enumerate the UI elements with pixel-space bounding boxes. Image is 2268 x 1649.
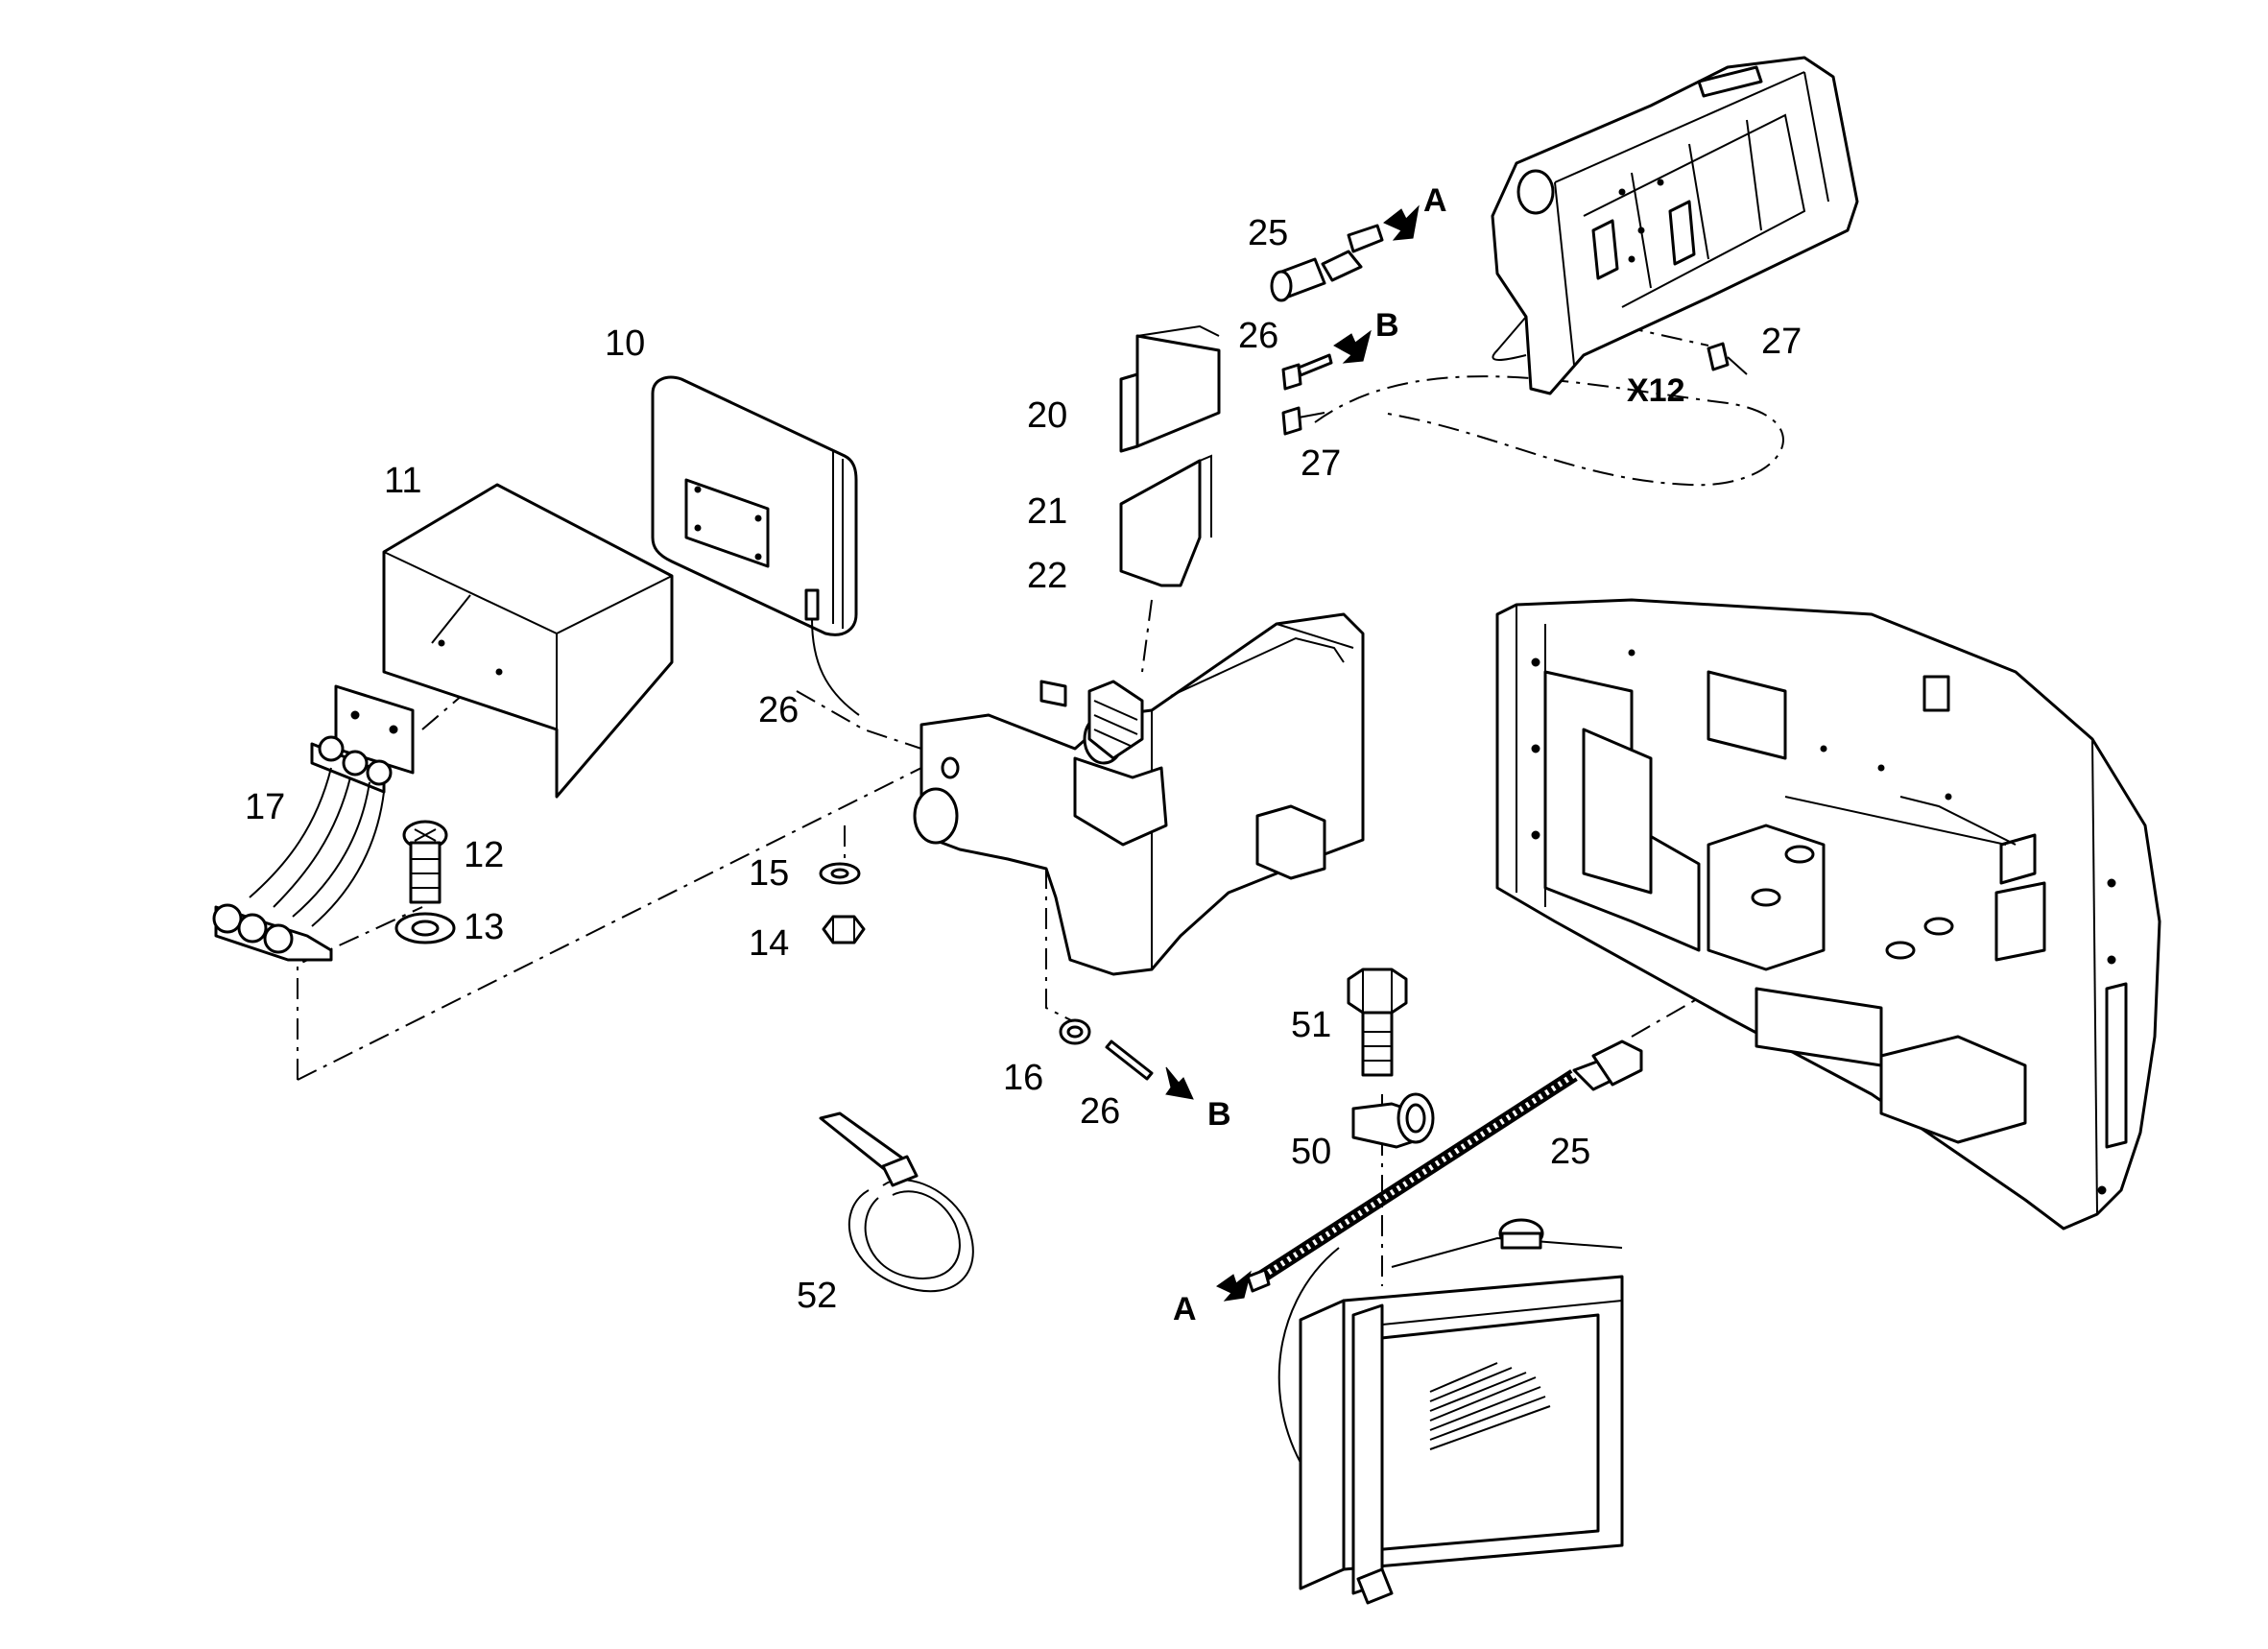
washer-part-15 <box>819 862 861 885</box>
callout-25-lower: 25 <box>1550 1132 1590 1172</box>
bolt-part-51 <box>1347 968 1408 1077</box>
plug-part-27-upper <box>1281 342 1748 436</box>
callout-25-upper: 25 <box>1248 213 1288 253</box>
cable-tie-part-52 <box>819 1111 974 1293</box>
plug-assembly-part-17 <box>212 684 415 962</box>
spring-cable-part-25 <box>1246 1040 1643 1293</box>
main-housing <box>913 612 1365 976</box>
callout-20: 20 <box>1027 395 1067 436</box>
connector-labels: X12 <box>1627 372 1685 409</box>
arrow-a-upper-label: A <box>1423 182 1447 219</box>
washer-part-13 <box>394 912 456 944</box>
arrow-a-lower-label: A <box>1173 1291 1197 1327</box>
callout-11: 11 <box>384 461 421 501</box>
arrow-b-lower-label: B <box>1207 1096 1231 1133</box>
callout-26-lower: 26 <box>1080 1091 1120 1132</box>
bracket-part-20 <box>1119 324 1221 453</box>
callout-labels: 10 11 12 13 14 15 16 17 20 21 22 25 25 2… <box>245 213 1802 1316</box>
grommet-part-16 <box>1059 1018 1091 1045</box>
callout-27-left: 27 <box>1301 443 1341 484</box>
arrow-b-upper <box>1333 329 1372 364</box>
callout-15: 15 <box>749 853 789 894</box>
callout-14: 14 <box>749 923 789 964</box>
callout-27-right: 27 <box>1761 322 1802 362</box>
callout-51: 51 <box>1291 1005 1331 1045</box>
clamp-part-50 <box>1351 1092 1435 1149</box>
callout-10: 10 <box>605 323 645 364</box>
nut-part-14 <box>822 915 866 944</box>
pin-part-26-lower <box>1105 1040 1154 1081</box>
arrow-b-upper-label: B <box>1375 307 1399 344</box>
callout-50: 50 <box>1291 1132 1331 1172</box>
callout-13: 13 <box>464 907 504 947</box>
sleeve-part-25-upper <box>1270 224 1384 302</box>
callout-22: 22 <box>1027 556 1067 596</box>
connector-x12-label: X12 <box>1627 372 1685 409</box>
arrow-a-lower <box>1216 1270 1252 1302</box>
callout-26-middle: 26 <box>758 690 799 730</box>
radiator <box>1277 1218 1624 1605</box>
cover-part-11 <box>382 483 674 799</box>
arrow-b-lower <box>1165 1066 1194 1100</box>
callout-26-upper: 26 <box>1238 316 1278 356</box>
callout-16: 16 <box>1003 1058 1043 1098</box>
callout-17: 17 <box>245 787 285 827</box>
display-unit-part-10 <box>651 375 860 716</box>
base-frame <box>1495 598 2161 1231</box>
plug-part-26-upper <box>1281 353 1333 391</box>
callout-12: 12 <box>464 835 504 875</box>
screw-part-12 <box>402 820 448 904</box>
control-box <box>1491 56 1859 395</box>
callout-52: 52 <box>797 1276 837 1316</box>
arrow-a-upper <box>1383 204 1420 241</box>
bracket-part-21-22 <box>1119 454 1212 587</box>
arrow-labels: A A B B <box>1173 182 1447 1327</box>
callout-21: 21 <box>1027 491 1067 532</box>
